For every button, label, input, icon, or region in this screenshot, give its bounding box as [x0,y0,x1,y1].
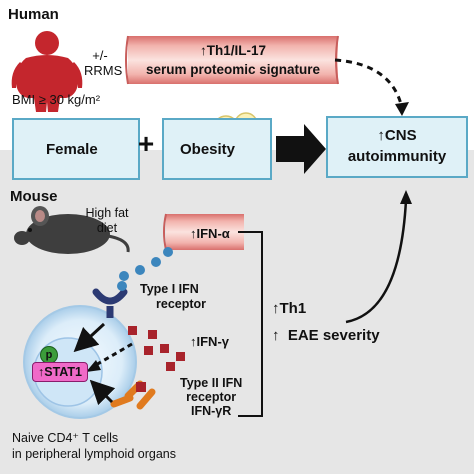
type2-line-3: IFN-γR [191,404,232,418]
th1-label: ↑Th1 [272,300,307,317]
bmi-label: BMI ≥ 30 kg/m² [12,92,101,107]
type2-line-1: Type II IFN [180,376,243,390]
serum-to-cns-dashed-arrow [334,58,404,109]
female-label: Female [46,141,98,158]
type-2-ifn-receptor-label: Type II IFN receptor IFN-γR [180,376,242,418]
cells-caption-line-2: in peripheral lymphoid organs [12,447,176,461]
mouse-icon [14,206,130,254]
serum-signature-label: ↑Th1/IL-17 serum proteomic signature [128,41,338,79]
eae-to-cns-arrow [345,199,408,324]
serum-signature-line-1: ↑Th1/IL-17 [199,43,266,58]
serum-signature-line-2: serum proteomic signature [145,62,321,77]
cells-caption-line-1: Naive CD4⁺ T cells [12,431,119,445]
obesity-box [162,118,272,180]
phospho-label: p [45,349,53,361]
ifn-alpha-molecules [119,247,173,281]
mouse-effects-bracket [238,231,263,417]
mouse-blood-vessel [163,213,244,251]
cns-line-2: autoimmunity [347,148,447,165]
obesity-label: Obesity [180,141,236,158]
mouse-section-title: Mouse [10,188,58,205]
eae-severity-label: ↑ EAE severity [272,327,380,344]
ifn-gamma-molecules [128,326,185,371]
type-2-ifn-receptor-icon [110,380,156,410]
type-1-ifn-receptor-icon [92,288,128,318]
human-section-title: Human [8,6,59,23]
cns-autoimmunity-label: ↑CNS autoimmunity [326,125,468,167]
high-fat-diet-label: High fat diet [76,206,138,236]
type2-line-2: receptor [186,390,237,404]
cns-autoimmunity-box [326,116,468,178]
cns-line-1: ↑CNS [377,127,417,144]
plus-minus-label: +/- [92,48,108,63]
ifn-alpha-label: ↑IFN-α [190,226,230,241]
obesity-to-cns-arrow [276,124,326,174]
diet-line-2: diet [96,221,118,235]
serum-blood-vessel [125,35,339,85]
ifn-gamma-label: ↑IFN-γ [190,334,229,349]
plus-sign: + [137,128,155,159]
obese-human-figure [11,31,83,112]
rrms-label: RRMS [84,63,123,78]
female-box [12,118,140,180]
type1-line-1: Type I IFN [140,282,199,296]
stat1-label: ↑STAT1 [32,362,88,382]
ifn-gamma-to-stat1-dashed-arrow [93,342,133,368]
naive-cd4-cells-caption: Naive CD4⁺ T cells in peripheral lymphoi… [12,430,176,462]
type-1-ifn-receptor-label: Type I IFN receptor [140,282,206,312]
diet-line-1: High fat [85,206,129,220]
type1-line-2: receptor [156,297,207,311]
